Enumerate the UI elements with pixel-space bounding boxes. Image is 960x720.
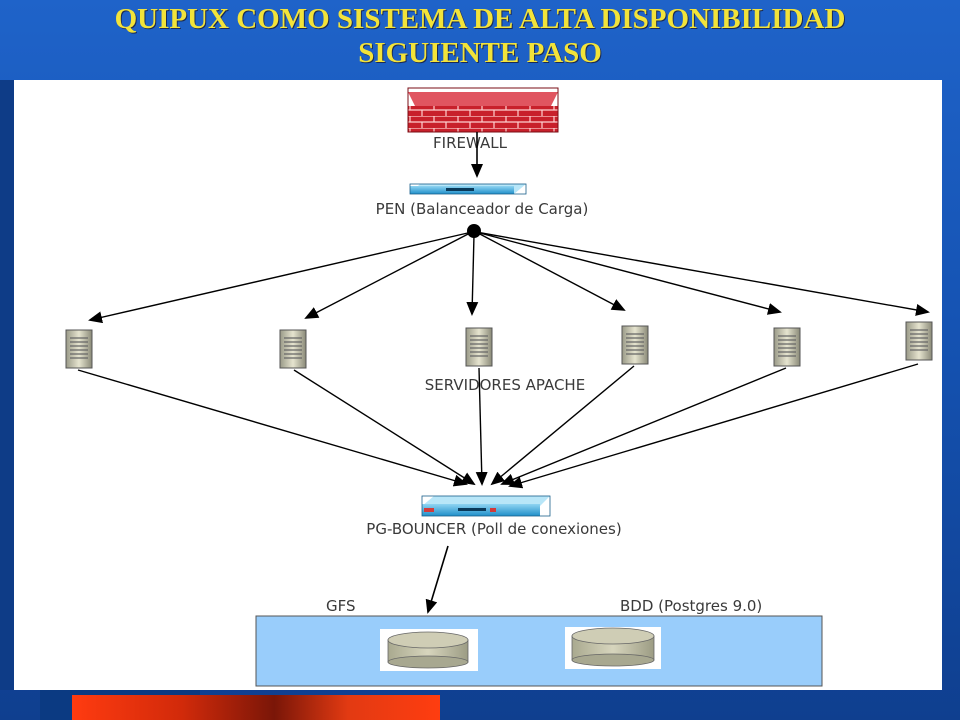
architecture-diagram: FIREWALL PEN (Balanceador de Carga): [65, 87, 933, 687]
left-decor-bar: [0, 80, 14, 690]
connection-pool-icon: [421, 495, 551, 517]
disk-storage-icon: [380, 629, 478, 671]
hub-node: [467, 224, 481, 238]
storage-cluster-box: [255, 615, 823, 687]
db-label: BDD (Postgres 9.0): [620, 597, 762, 615]
pool-label: PG-BOUNCER (Poll de conexiones): [366, 520, 621, 538]
slide-title-line2: SIGUIENTE PASO: [358, 37, 602, 69]
firewall-icon: [407, 87, 559, 133]
diagram-panel: FIREWALL PEN (Balanceador de Carga): [14, 80, 942, 690]
server-tower-icon: [773, 327, 801, 367]
servers-label: SERVIDORES APACHE: [425, 376, 585, 394]
server-tower-icon: [65, 329, 93, 369]
bottom-decor-bar: [72, 695, 440, 720]
slide-title-line1: QUIPUX COMO SISTEMA DE ALTA DISPONIBILID…: [114, 3, 846, 35]
server-tower-icon: [621, 325, 649, 365]
edges-hub-servers: [88, 231, 930, 324]
balancer-label: PEN (Balanceador de Carga): [376, 200, 589, 218]
edge-pool-storage: [425, 545, 449, 614]
slide-title: QUIPUX COMO SISTEMA DE ALTA DISPONIBILID…: [0, 2, 960, 70]
server-tower-icon: [905, 321, 933, 361]
firewall-label: FIREWALL: [433, 134, 508, 152]
disk-storage-icon: [565, 627, 661, 669]
edges-servers-pool: [77, 363, 919, 489]
server-tower-icon: [465, 327, 493, 367]
server-tower-icon: [279, 329, 307, 369]
gfs-label: GFS: [326, 597, 356, 615]
load-balancer-icon: [409, 183, 527, 195]
